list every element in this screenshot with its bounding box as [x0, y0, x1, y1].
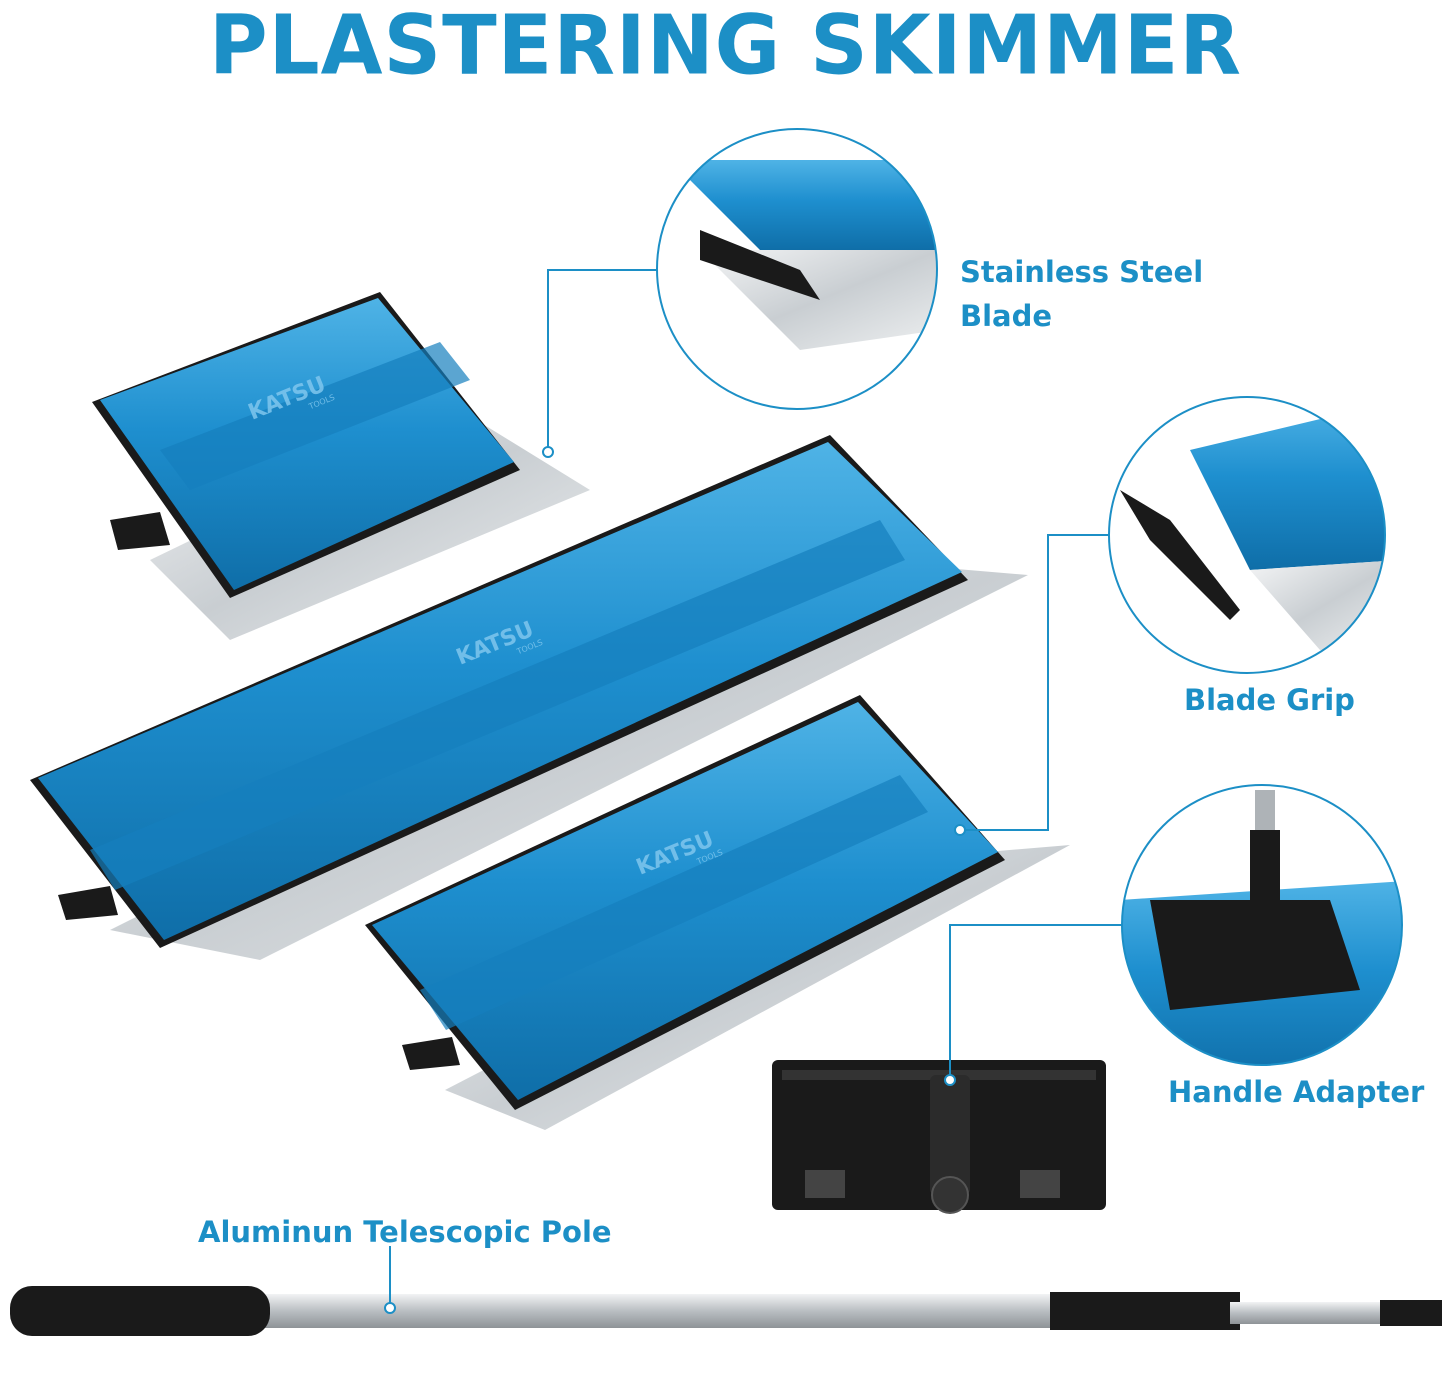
handle-adapter-detail-callout — [1121, 784, 1403, 1066]
small-skimmer — [92, 292, 590, 640]
callout-dots — [384, 446, 966, 1314]
stainless-steel-label-line2: Blade — [960, 299, 1053, 333]
stainless-steel-blade-label: Stainless Steel Blade — [960, 250, 1203, 338]
blade-detail-callout — [656, 128, 938, 410]
handle-adapter — [772, 1060, 1106, 1214]
stainless-steel-label-line1: Stainless Steel — [960, 255, 1204, 289]
telescopic-pole — [10, 1286, 1442, 1336]
telescopic-pole-label: Aluminun Telescopic Pole — [198, 1215, 612, 1249]
blade-grip-label: Blade Grip — [1184, 683, 1355, 717]
medium-skimmer — [365, 695, 1070, 1130]
handle-adapter-label: Handle Adapter — [1168, 1075, 1425, 1109]
blade-grip-detail-callout — [1108, 396, 1386, 674]
callout-lines — [389, 269, 1122, 1305]
large-skimmer — [30, 435, 1028, 960]
page-title: PLASTERING SKIMMER — [208, 0, 1243, 93]
